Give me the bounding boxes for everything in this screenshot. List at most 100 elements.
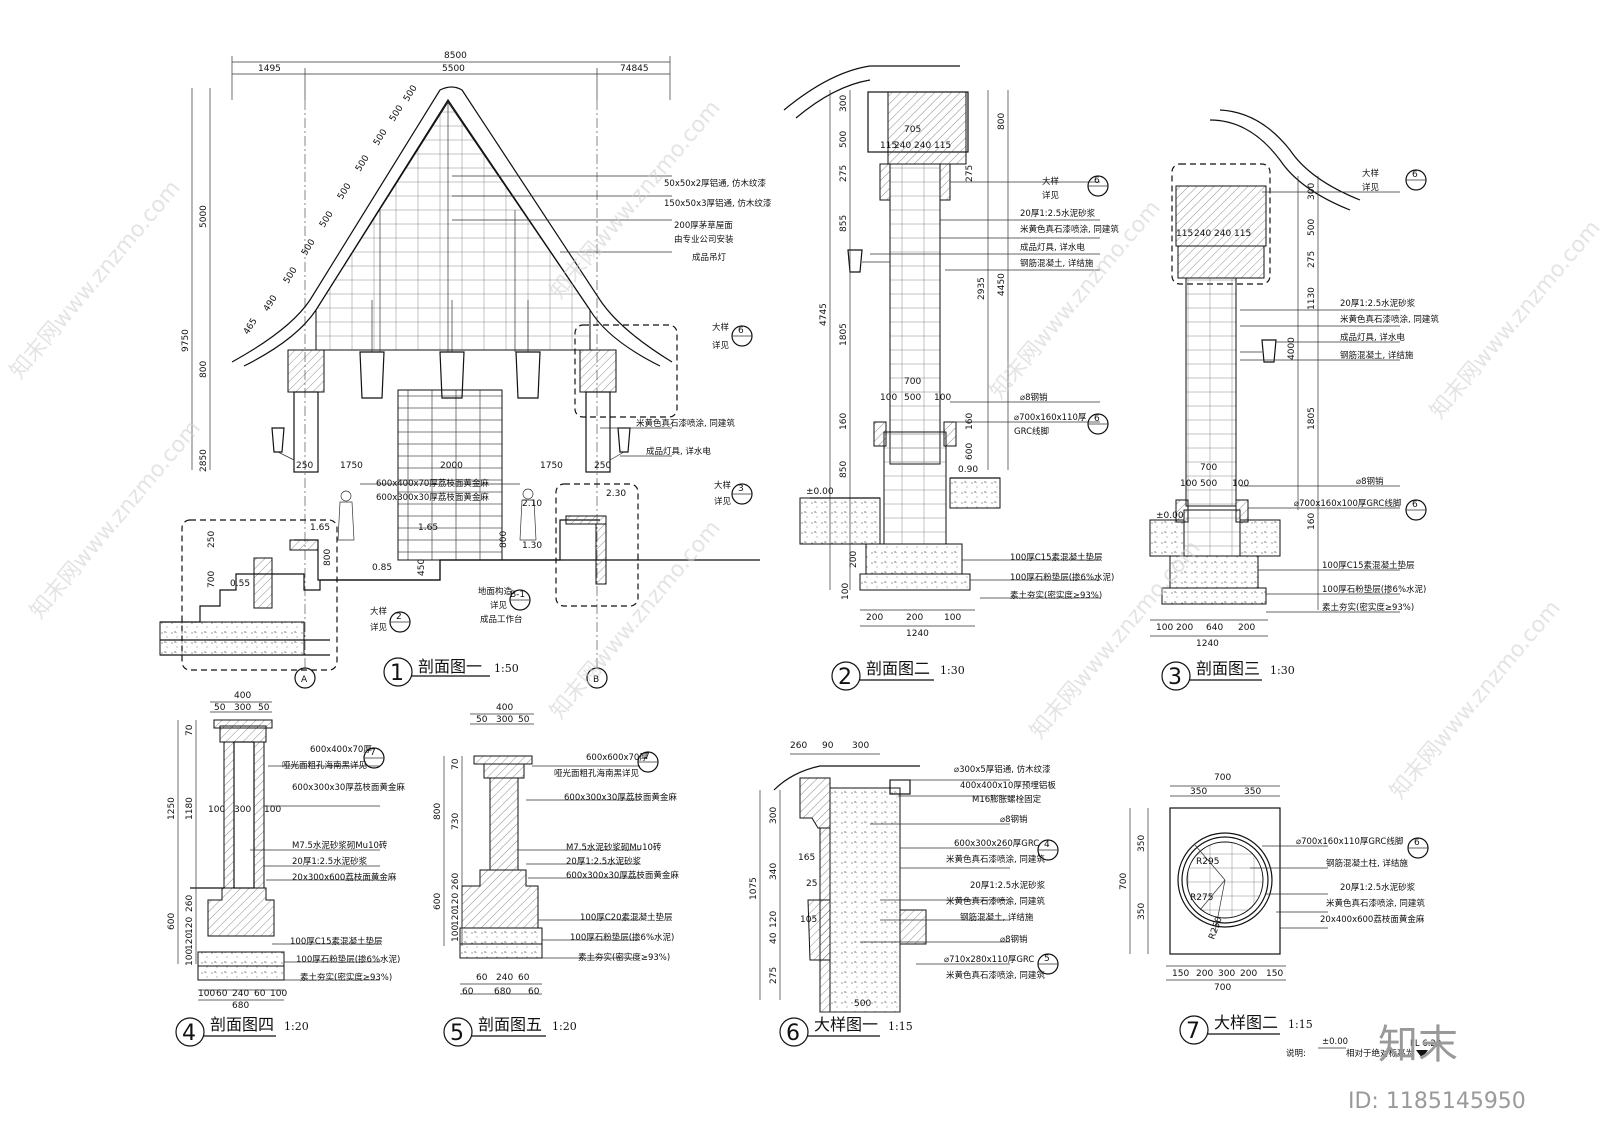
svg-text:6: 6 [1094,176,1100,186]
dim-text: 500 [1307,219,1317,236]
axis-label: B [593,675,599,685]
dim-text: 600 [167,913,177,930]
dim-text: 50 [258,703,270,713]
note-text: 哑光面粗孔海南黑详见 [282,760,368,771]
dim-text: 115 [1176,229,1193,239]
note-text: 大样 [1362,168,1380,179]
dim-text: 500 [300,237,318,257]
dim-text: 100 [264,805,281,815]
svg-text:5: 5 [450,1021,464,1046]
dim-text: 240 [894,141,911,151]
dim-text: 500 [402,83,420,103]
brand-logo: 知末 [1378,1022,1458,1068]
panel-title-7: 7 大样图二 1:15 [1179,1013,1313,1045]
dim-text: 60 [518,973,530,983]
dim-text: 100 [1232,479,1249,489]
dim-text: 100 [198,989,215,999]
svg-text:3: 3 [738,484,744,494]
svg-text:1: 1 [390,661,404,686]
svg-text:7: 7 [1186,1019,1200,1044]
dim-text: 800 [199,361,209,378]
svg-text:5: 5 [1044,954,1050,964]
dim-text: 500 [336,181,354,201]
level-text: ±0.00 [1156,511,1184,521]
dim-text: 800 [997,113,1007,130]
panel-1-section [159,56,760,689]
dim-text: 100 [944,613,961,623]
id-text: ID: 1185145950 [1348,1089,1526,1114]
dim-text: 300 [234,703,251,713]
dim-text: 4450 [997,273,1007,296]
note-text: 20厚1:2.5水泥砂浆 [292,856,368,867]
note-text: 100厚C15素混凝土垫层 [290,936,382,947]
note-text: 详见 [490,600,508,611]
dim-text: 60 [216,989,228,999]
dim-text: 240 [496,973,513,983]
dim-text: 800 [433,803,443,820]
dim-text: 850 [839,461,849,478]
dim-text: 275 [769,967,779,984]
callout-marker: 7 [363,747,385,769]
dim-text: 100 [451,925,461,942]
note-text: 钢筋混凝土, 详结施 [960,912,1034,923]
dim-text: 700 [1214,773,1231,783]
dim-text: 1240 [906,629,929,639]
dim-text: 1240 [1196,639,1219,649]
dim-text: 100 [841,583,851,600]
dim-text: 300 [1307,183,1317,200]
dim-text: 60 [254,989,266,999]
dim-text: 100 [880,393,897,403]
note-text: ⌀700x160x110厚GRC线脚 [1296,836,1403,847]
note-text: 哑光面粗孔海南黑详见 [554,768,640,779]
dim-text: 200 [849,551,859,568]
note-text: ⌀8钢销 [1000,934,1028,945]
dim-text: 500 [854,999,871,1009]
note-text: 详见 [1042,190,1060,201]
note-text: 米黄色真石漆喷涂, 同建筑 [636,418,735,429]
dim-text: 8500 [444,51,467,61]
dim-text: 700 [1200,463,1217,473]
dim-text: 200 [1176,623,1193,633]
dim-text: 800 [323,549,333,566]
panel-6-detail [759,753,1010,1013]
dim-text: 1750 [340,461,363,471]
level-text: 1.65 [310,523,330,533]
svg-text:7: 7 [370,748,376,758]
note-text: 素土夯实(密实度≥93%) [578,952,670,963]
note-text: 米黄色真石漆喷涂, 同建筑 [1326,898,1425,909]
note-text: 详见 [1362,182,1380,193]
dim-text: R275 [1190,893,1213,903]
dim-text: 105 [800,915,817,925]
dim-text: 500 [372,127,390,147]
dim-text: 160 [965,413,975,430]
dim-text: 640 [1206,623,1223,633]
note-text: ⌀300x5厚铝通, 仿木纹漆 [954,764,1051,775]
svg-text:大样图二: 大样图二 [1214,1013,1278,1032]
dim-text: 350 [1137,903,1147,920]
dim-text: 100 [270,989,287,999]
svg-text:相对于绝对标高为: 相对于绝对标高为 [1346,1048,1414,1059]
note-text: 大样 [712,322,730,333]
note-text: 400x400x10厚预埋铝板 [960,780,1056,791]
note-text: 米黄色真石漆喷涂, 同建筑 [946,854,1045,865]
dim-text: 700 [904,377,921,387]
dim-text: 300 [839,95,849,112]
dim-text: 1130 [1307,287,1317,310]
dim-text: 500 [318,209,336,229]
svg-text:知末网www.znzmo.com: 知末网www.znzmo.com [1385,596,1565,804]
svg-text:6: 6 [1414,838,1420,848]
dim-text: 115 [880,141,897,151]
dim-text: 700 [1119,873,1129,890]
svg-text:剖面图一: 剖面图一 [418,657,482,676]
note-text: 钢筋混凝土, 详结施 [1340,350,1414,361]
note-text: 成品工作台 [480,614,523,625]
dim-text: 120 [185,917,195,934]
svg-text:6: 6 [786,1021,800,1046]
svg-text:±0.00: ±0.00 [1322,1037,1348,1047]
dim-text: 1495 [258,64,281,74]
note-text: M7.5水泥砂浆砌Mu10砖 [566,842,662,853]
dim-text: 90 [822,741,834,751]
dim-text: 60 [476,973,488,983]
dim-text: 240 [1214,229,1231,239]
